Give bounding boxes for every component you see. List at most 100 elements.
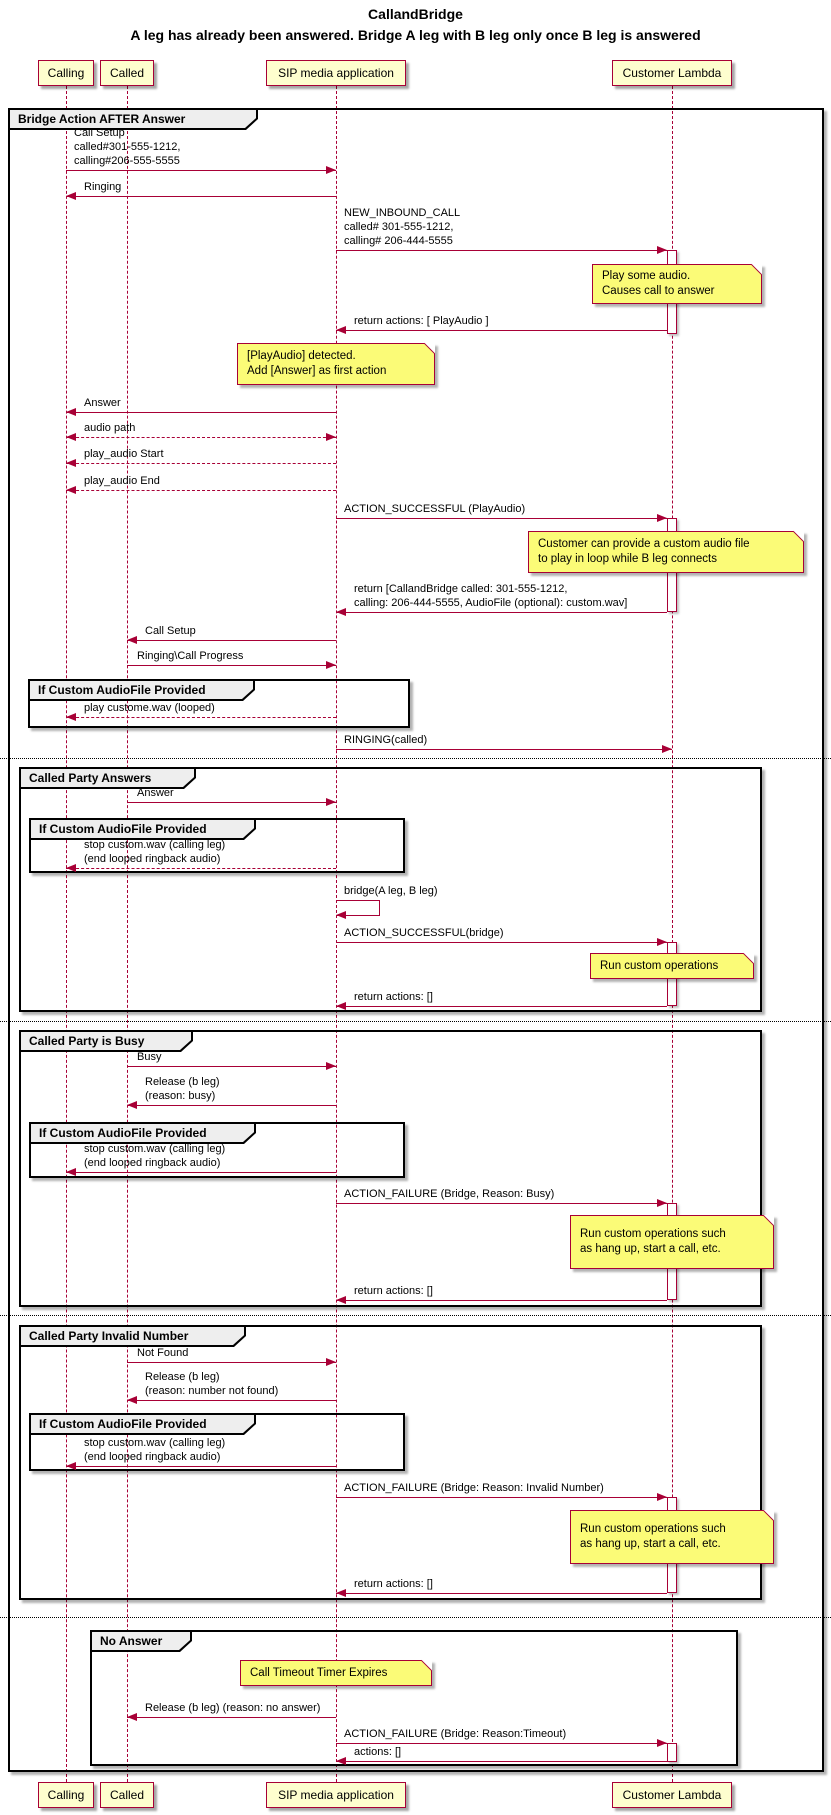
arrowhead-icon xyxy=(326,1358,336,1366)
message-line xyxy=(336,330,667,331)
note-text: [PlayAudio] detected. Add [Answer] as fi… xyxy=(247,350,387,377)
note-text: Run custom operations such as hang up, s… xyxy=(580,1523,726,1550)
message-label: return actions: [] xyxy=(354,1285,433,1297)
participant-label: SIP media application xyxy=(278,1788,394,1802)
section-divider xyxy=(0,758,831,759)
arrowhead-icon xyxy=(336,1589,346,1597)
participant-label: SIP media application xyxy=(278,66,394,80)
message-line xyxy=(336,612,667,613)
arrowhead-icon xyxy=(662,745,672,753)
arrowhead-icon xyxy=(66,459,76,467)
message-label: Not Found xyxy=(137,1347,189,1359)
message-line xyxy=(379,900,380,915)
message-line xyxy=(336,1203,667,1204)
frame-tab-label: If Custom AudioFile Provided xyxy=(39,822,207,836)
message-label: Busy xyxy=(137,1051,162,1063)
message-label: NEW_INBOUND_CALL called# 301-555-1212, c… xyxy=(344,207,461,247)
message-label: Ringing xyxy=(84,181,122,193)
frame-tab-fill xyxy=(31,1124,254,1142)
frame-tab-fill xyxy=(10,110,256,128)
message-label: ACTION_FAILURE (Bridge: Reason:Timeout) xyxy=(344,1728,567,1740)
frame-tab-label: Called Party Invalid Number xyxy=(29,1329,189,1343)
note-run-custom-operations-busy: Run custom operations such as hang up, s… xyxy=(570,1214,775,1269)
frame-tab-label: Called Party is Busy xyxy=(29,1034,145,1048)
note-text: Call Timeout Timer Expires xyxy=(250,1666,388,1679)
message-label: ACTION_SUCCESSFUL(bridge) xyxy=(344,927,504,939)
message-line xyxy=(66,437,336,438)
message-line xyxy=(336,250,667,251)
participant-label: Calling xyxy=(47,66,85,80)
frame-tab-called-party-answers: Called Party Answers xyxy=(21,769,196,789)
frame-called-party-invalid-number xyxy=(19,1325,762,1600)
participant-called-bottom: Called xyxy=(100,1782,154,1808)
frame-tab-bridge-action: Bridge Action AFTER Answer xyxy=(10,110,258,130)
participant-label: Called xyxy=(109,1788,145,1802)
frame-tab-fill xyxy=(21,1327,244,1345)
message-label: stop custom.wav (calling leg) (end loope… xyxy=(84,1437,226,1463)
participant-label: Calling xyxy=(47,1788,85,1802)
frame-tab-called-party-busy: Called Party is Busy xyxy=(21,1032,193,1052)
arrowhead-icon xyxy=(657,1199,667,1207)
message-line xyxy=(336,1743,667,1744)
message-line xyxy=(66,170,336,171)
message-label: Call Setup xyxy=(145,625,196,637)
message-label: return actions: [ PlayAudio ] xyxy=(354,315,489,327)
message-label: stop custom.wav (calling leg) (end loope… xyxy=(84,839,226,865)
participant-label: Customer Lambda xyxy=(622,66,722,80)
message-line xyxy=(127,1105,336,1106)
note-run-custom-operations: Run custom operations xyxy=(590,952,755,979)
message-label: Call Setup called#301-555-1212, calling#… xyxy=(74,127,181,167)
arrowhead-icon xyxy=(66,1168,76,1176)
message-line xyxy=(336,900,380,901)
frame-tab-called-party-invalid-number: Called Party Invalid Number xyxy=(21,1327,246,1347)
message-line xyxy=(127,1717,336,1718)
participant-label: Customer Lambda xyxy=(622,1788,722,1802)
note-text: Run custom operations xyxy=(600,959,719,972)
frame-called-party-answers xyxy=(19,767,762,1012)
frame-if-custom-audiofile-3 xyxy=(29,1122,405,1178)
note-run-custom-operations-invalid: Run custom operations such as hang up, s… xyxy=(570,1509,775,1564)
message-line xyxy=(336,1497,667,1498)
lifeline-sip-media-application xyxy=(336,86,337,1782)
participant-sip-media-application-bottom: SIP media application xyxy=(266,1782,406,1808)
frame-tab-label: If Custom AudioFile Provided xyxy=(38,683,206,697)
lifeline-called xyxy=(127,86,128,1782)
frame-tab-fill xyxy=(31,1415,254,1433)
arrowhead-icon xyxy=(127,636,137,644)
message-label: ACTION_FAILURE (Bridge, Reason: Busy) xyxy=(344,1188,555,1200)
message-label: Answer xyxy=(84,397,121,409)
message-line xyxy=(66,868,336,869)
note-call-timeout-timer: Call Timeout Timer Expires xyxy=(240,1659,433,1686)
diagram-title: CallandBridge xyxy=(368,6,463,22)
message-label: play_audio Start xyxy=(84,448,164,460)
frame-tab-fill xyxy=(92,1632,190,1650)
message-line xyxy=(66,412,336,413)
activation-bar xyxy=(667,1743,677,1762)
message-line xyxy=(66,196,336,197)
frame-tab-fill xyxy=(30,681,253,699)
note-playaudio-detected: [PlayAudio] detected. Add [Answer] as fi… xyxy=(237,342,436,385)
section-divider xyxy=(0,1021,831,1022)
arrowhead-icon xyxy=(127,1101,137,1109)
note-text: Run custom operations such as hang up, s… xyxy=(580,1228,726,1255)
arrowhead-icon xyxy=(66,408,76,416)
frame-no-answer xyxy=(90,1630,738,1766)
arrowhead-icon xyxy=(127,1396,137,1404)
arrowhead-icon xyxy=(657,1739,667,1747)
message-label: Release (b leg) (reason: number not foun… xyxy=(145,1371,279,1397)
message-line xyxy=(66,490,336,491)
arrowhead-icon xyxy=(66,192,76,200)
message-line xyxy=(66,1172,336,1173)
frame-tab-no-answer: No Answer xyxy=(92,1632,192,1652)
note-text: Customer can provide a custom audio file… xyxy=(538,538,750,565)
message-line xyxy=(127,1066,336,1067)
frame-if-custom-audiofile-1 xyxy=(28,679,410,728)
message-label: RINGING(called) xyxy=(344,734,428,746)
message-line xyxy=(127,640,336,641)
participant-customer-lambda-top: Customer Lambda xyxy=(612,60,732,86)
frame-tab-if-custom-3: If Custom AudioFile Provided xyxy=(31,1124,256,1144)
message-line xyxy=(336,518,667,519)
frame-if-custom-audiofile-4 xyxy=(29,1413,405,1471)
arrowhead-icon xyxy=(66,486,76,494)
